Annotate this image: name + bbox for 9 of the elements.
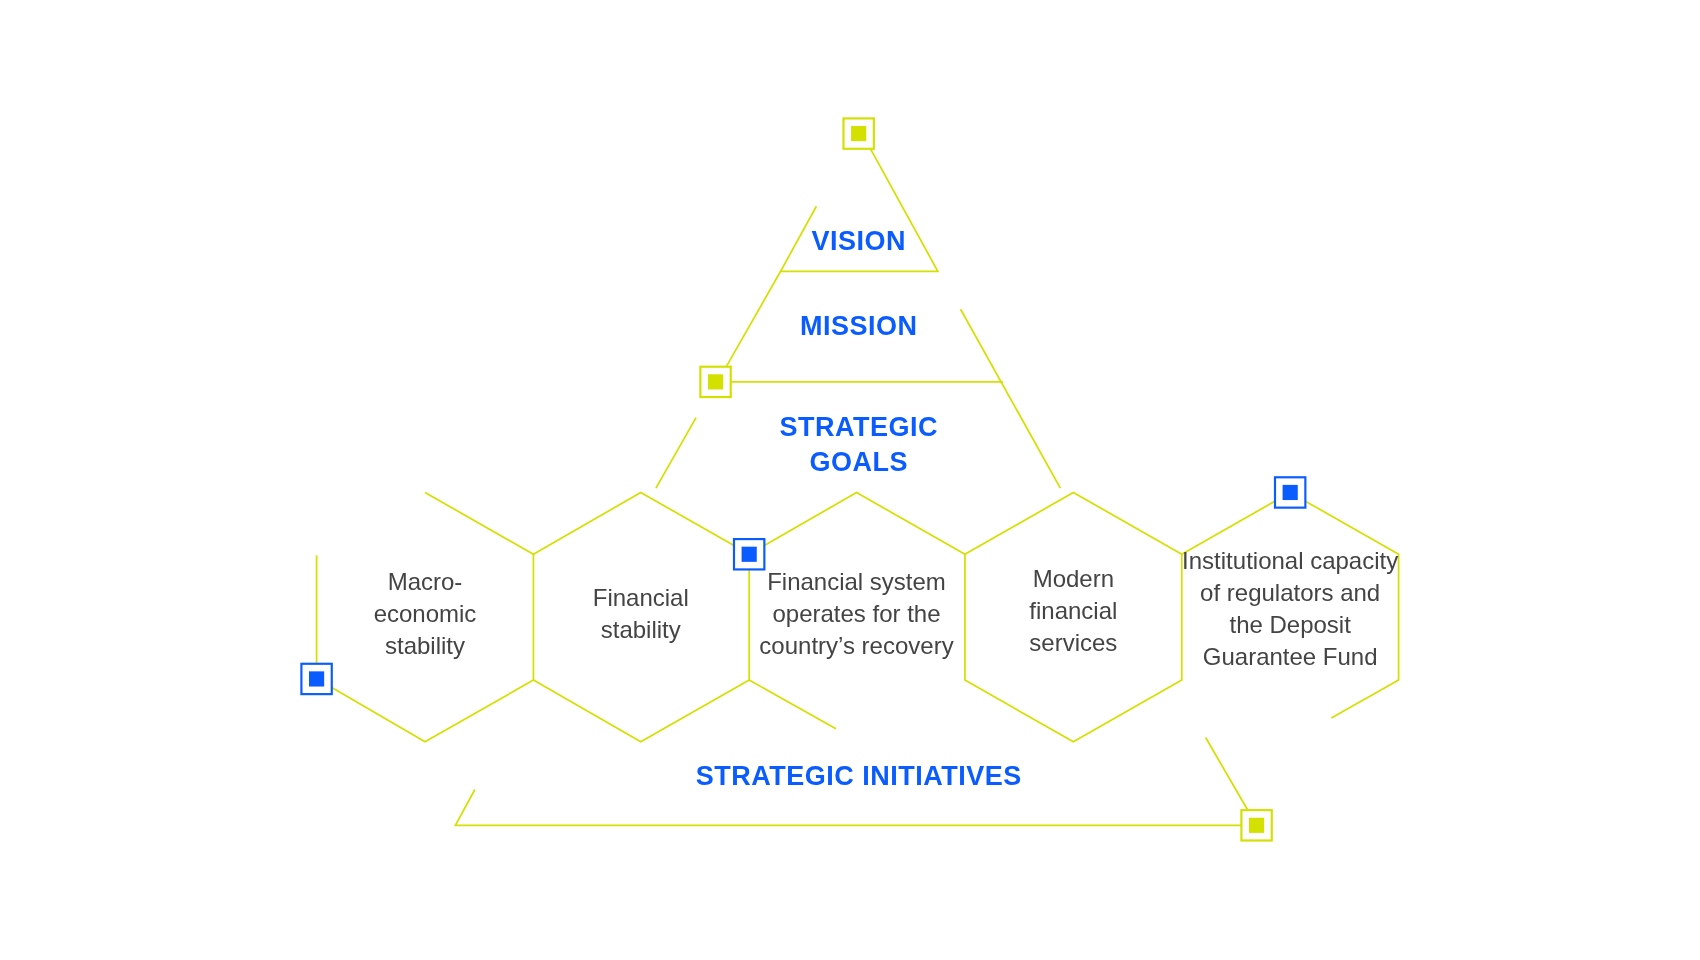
goal-label: Financial stability <box>564 581 717 646</box>
tier-heading: VISION <box>739 223 978 259</box>
tier-heading: STRATEGIC INITIATIVES <box>631 758 1087 794</box>
goal-label: Institutional capacity of regulators and the Deposit Guarantee Fund <box>1181 545 1399 674</box>
goal-label: Financial system operates for the country’s recovery <box>748 565 965 662</box>
goal-label: Modern financial services <box>997 563 1150 660</box>
tier-heading: MISSION <box>728 308 989 344</box>
tier-heading: STRATEGIC GOALS <box>761 409 957 480</box>
goal-label: Macro-economic stability <box>343 565 507 662</box>
